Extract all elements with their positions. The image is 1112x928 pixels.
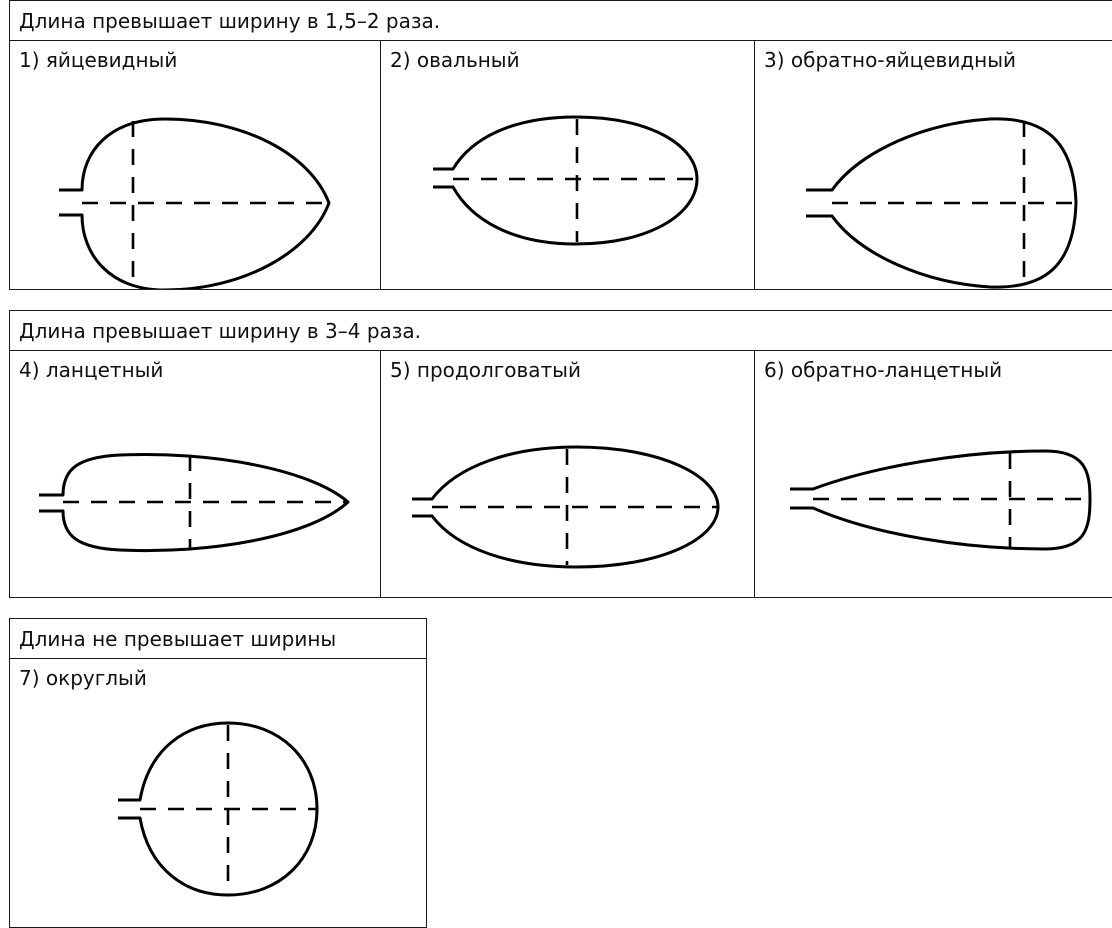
oblong-leaf-icon	[412, 445, 720, 569]
group-1-header: Длина превышает ширину в 1,5–2 раза.	[10, 1, 1112, 41]
leaf-label-oval: 2) овальный	[390, 48, 520, 72]
leaf-cell-lanceolate: 4) ланцетный	[10, 351, 380, 597]
leaf-cell-round: 7) округлый	[10, 659, 428, 927]
leaf-label-oblanceolate: 6) обратно-ланцетный	[764, 358, 1003, 382]
leaf-label-obovate: 3) обратно-яйцевидный	[764, 48, 1017, 72]
oval-leaf-icon	[433, 115, 699, 246]
group-3-table: Длина не превышает ширины 7) округлый	[9, 618, 427, 928]
group-2-table: Длина превышает ширину в 3–4 раза. 4) ла…	[9, 310, 1112, 598]
group-3-header: Длина не превышает ширины	[10, 619, 426, 659]
leaf-label-lanceolate: 4) ланцетный	[19, 358, 164, 382]
round-leaf-icon	[118, 721, 319, 897]
ovate-leaf-icon	[59, 117, 331, 289]
leaf-label-oblong: 5) продолговатый	[390, 358, 581, 382]
leaf-cell-oblanceolate: 6) обратно-ланцетный	[754, 351, 1112, 597]
leaf-cell-obovate: 3) обратно-яйцевидный	[754, 41, 1112, 289]
obovate-leaf-icon	[806, 117, 1078, 289]
leaf-label-ovate: 1) яйцевидный	[19, 48, 178, 72]
leaf-cell-ovate: 1) яйцевидный	[10, 41, 380, 289]
group-2-header: Длина превышает ширину в 3–4 раза.	[10, 311, 1112, 351]
group-1-table: Длина превышает ширину в 1,5–2 раза. 1) …	[9, 0, 1112, 290]
oblanceolate-leaf-icon	[790, 449, 1092, 551]
leaf-label-round: 7) округлый	[19, 666, 147, 690]
leaf-cell-oval: 2) овальный	[380, 41, 754, 289]
lanceolate-leaf-icon	[39, 453, 350, 553]
leaf-cell-oblong: 5) продолговатый	[380, 351, 754, 597]
